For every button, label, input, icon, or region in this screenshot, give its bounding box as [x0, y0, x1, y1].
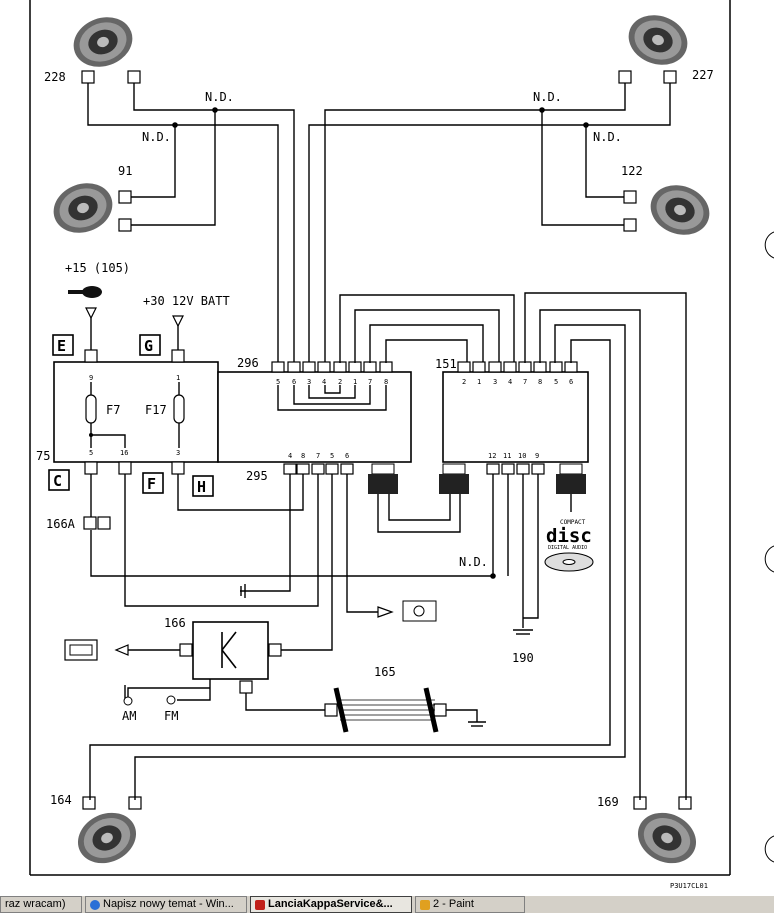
browser-icon: [90, 899, 100, 910]
taskbar-item-1[interactable]: raz wracam): [0, 896, 82, 913]
radio-pin: 5: [276, 378, 280, 386]
cd-pin: 2: [462, 378, 466, 386]
radio-pin: 8: [301, 452, 305, 460]
label-169: 169: [597, 795, 619, 809]
taskbar-item-label: raz wracam): [5, 898, 66, 910]
speaker-91-icon: [53, 183, 113, 233]
speaker-227-icon: [628, 15, 688, 65]
fuse-pin-3: 3: [176, 449, 180, 457]
cd-logo-disc: disc: [546, 525, 592, 547]
radio-pin: 3: [307, 378, 311, 386]
nd-label-5: N.D.: [459, 555, 488, 569]
cd-label-151: 151: [435, 357, 457, 371]
diagram-code: P3U17CL01: [670, 882, 708, 890]
cd-pin: 1: [477, 378, 481, 386]
radio-pin: 2: [338, 378, 342, 386]
fm-label: FM: [164, 709, 178, 723]
fusebox-label: 75: [36, 449, 50, 463]
letter-f: F: [147, 475, 156, 493]
coax-plug-cd: [439, 463, 469, 494]
cd-pin: 12: [488, 452, 496, 460]
letter-e: E: [57, 337, 66, 355]
ground-190-icon: [513, 629, 533, 635]
antenna-amplifier: [192, 621, 269, 680]
fuse-pin-16: 16: [120, 449, 128, 457]
radio-pin: 7: [368, 378, 372, 386]
fuse-pin-1: 1: [176, 374, 180, 382]
fuse-f7-label: F7: [106, 403, 120, 417]
amplifier-label: 166: [164, 616, 186, 630]
ignition-label: +15 (105): [65, 261, 130, 275]
fuse-pin-5: 5: [89, 449, 93, 457]
letter-c: C: [53, 472, 62, 490]
speaker-164-icon: [77, 812, 137, 864]
key-icon: [68, 286, 102, 298]
cd-disc-icon: [544, 552, 594, 572]
radio-pin: 6: [292, 378, 296, 386]
taskbar-item-3[interactable]: LanciaKappaService&...: [250, 896, 412, 913]
radio-pin: 4: [322, 378, 326, 386]
pdf-icon: [255, 899, 265, 910]
label-91: 91: [118, 164, 132, 178]
lamp-icon: [402, 600, 437, 622]
antenna-cable-165: [324, 687, 486, 733]
taskbar-item-label: LanciaKappaService&...: [268, 898, 393, 910]
speaker-169-icon: [637, 812, 697, 864]
cd-logo-sub: DIGITAL AUDIO: [548, 545, 587, 551]
cd-plug: [556, 463, 586, 512]
taskbar-item-label: 2 - Paint: [433, 898, 474, 910]
cd-pin: 3: [493, 378, 497, 386]
paint-icon: [420, 899, 430, 910]
nd-label-4: N.D.: [593, 130, 622, 144]
radio-pin: 6: [345, 452, 349, 460]
coax-plug-radio: [368, 463, 398, 494]
letter-h: H: [197, 478, 206, 496]
label-122: 122: [621, 164, 643, 178]
radio-conn-bottom-label: 295: [246, 469, 268, 483]
fuse-f17-label: F17: [145, 403, 167, 417]
amplifier-symbol-icon: [221, 631, 237, 669]
nd-label-2: N.D.: [142, 130, 171, 144]
cd-pin: 7: [523, 378, 527, 386]
fuse-pin-9: 9: [89, 374, 93, 382]
connector-166a-label: 166A: [46, 517, 76, 531]
radio-pin: 4: [288, 452, 292, 460]
cd-pin: 8: [538, 378, 542, 386]
label-228: 228: [44, 70, 66, 84]
nd-label-3: N.D.: [533, 90, 562, 104]
cd-pin: 5: [554, 378, 558, 386]
cd-logo-small: COMPACT: [560, 519, 586, 526]
label-227: 227: [692, 68, 714, 82]
cd-pin: 6: [569, 378, 573, 386]
am-label: AM: [122, 709, 136, 723]
antenna-label: 165: [374, 665, 396, 679]
taskbar-item-4[interactable]: 2 - Paint: [415, 896, 525, 913]
taskbar: raz wracam) Napisz nowy temat - Win... L…: [0, 895, 774, 913]
radio-conn-top-label: 296: [237, 356, 259, 370]
taskbar-item-2[interactable]: Napisz nowy temat - Win...: [85, 896, 247, 913]
radio-pin: 1: [353, 378, 357, 386]
ground-190-label: 190: [512, 651, 534, 665]
cd-pin: 4: [508, 378, 512, 386]
cd-pin: 10: [518, 452, 526, 460]
battery-label: +30 12V BATT: [143, 294, 230, 308]
radio-pin: 5: [330, 452, 334, 460]
radio-pin: 7: [316, 452, 320, 460]
label-164: 164: [50, 793, 72, 807]
radio-unit: [217, 371, 412, 463]
radio-pin: 8: [384, 378, 388, 386]
taskbar-item-label: Napisz nowy temat - Win...: [103, 898, 234, 910]
cd-pin: 9: [535, 452, 539, 460]
speaker-228-icon: [73, 17, 133, 67]
fuse-box: [53, 361, 219, 463]
cd-pin: 11: [503, 452, 511, 460]
speaker-122-icon: [650, 185, 710, 235]
letter-g: G: [144, 337, 153, 355]
radio-display-icon: [64, 639, 98, 661]
nd-label-1: N.D.: [205, 90, 234, 104]
